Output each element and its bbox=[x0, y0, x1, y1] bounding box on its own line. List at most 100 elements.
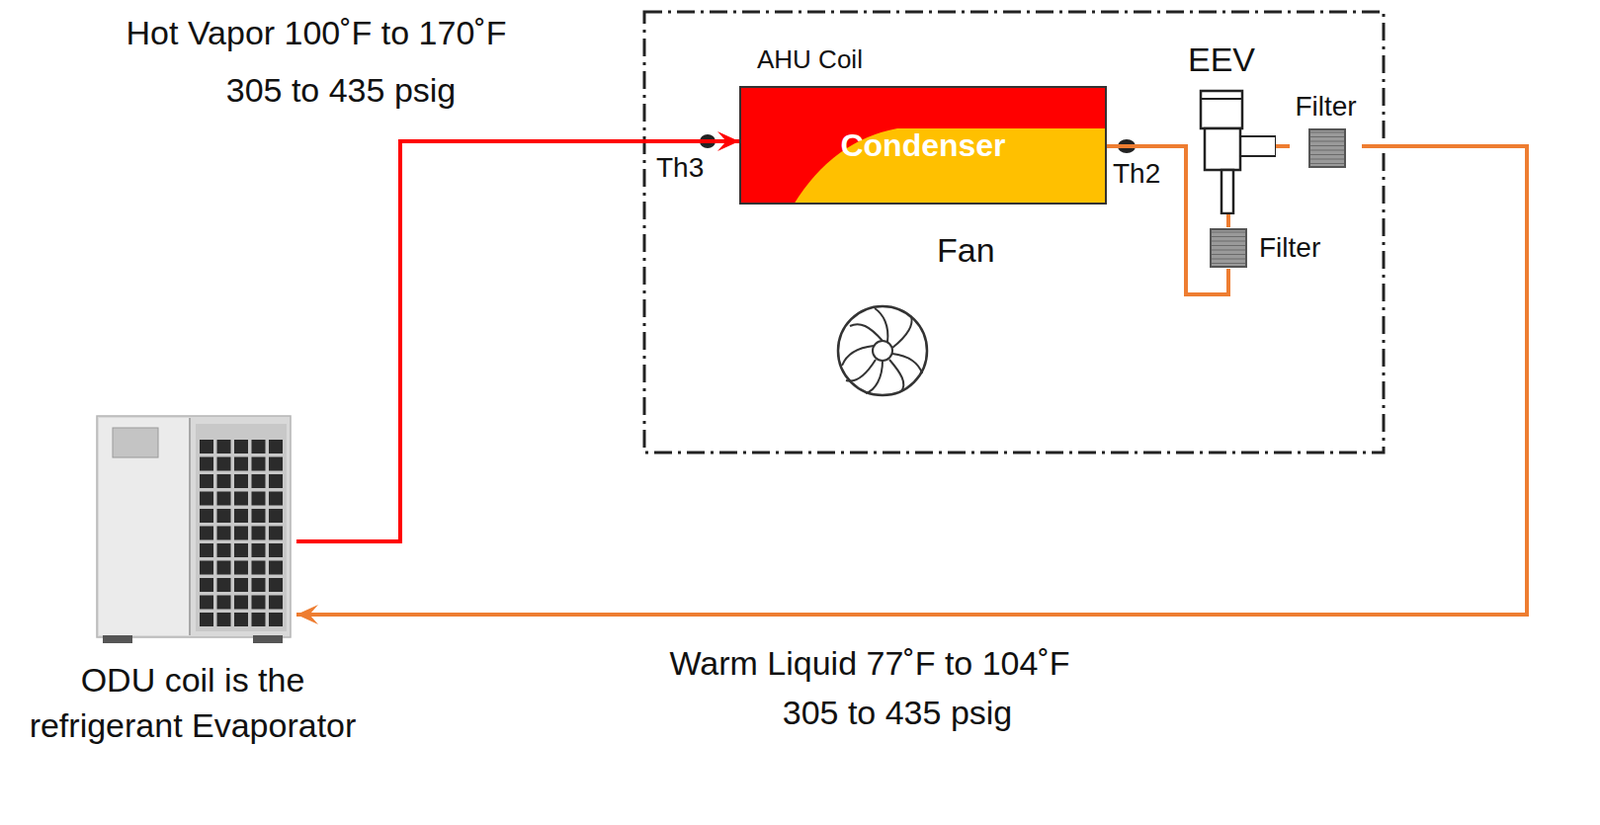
unit-grille bbox=[217, 561, 232, 576]
valve-body bbox=[1204, 128, 1241, 170]
unit-grille bbox=[217, 474, 232, 489]
filter-mesh bbox=[1310, 150, 1345, 152]
filter-label: Filter bbox=[1289, 90, 1362, 123]
unit-grille bbox=[199, 508, 214, 523]
valve-port bbox=[1240, 136, 1276, 157]
filter-label: Filter bbox=[1207, 227, 1356, 269]
filter-mesh bbox=[1211, 253, 1246, 255]
filter-mesh bbox=[1310, 145, 1345, 147]
unit-grille bbox=[199, 526, 214, 541]
unit-grille bbox=[252, 508, 266, 523]
sensor-label: Th2 bbox=[1112, 156, 1161, 192]
label-box: 305 to 435 psig bbox=[650, 691, 1145, 734]
connector bbox=[1228, 214, 1230, 228]
unit-grille bbox=[199, 439, 214, 454]
unit-grille bbox=[252, 595, 266, 610]
unit-seam bbox=[188, 418, 191, 636]
unit-grille bbox=[252, 543, 266, 558]
unit-grille bbox=[217, 457, 232, 472]
valve-label: EEV bbox=[1180, 39, 1263, 80]
unit-grille bbox=[234, 508, 249, 523]
coil-vapor bbox=[739, 85, 1107, 205]
unit-grille bbox=[199, 474, 214, 489]
coil-heading: AHU Coil bbox=[739, 39, 1107, 86]
fan-symbol bbox=[838, 306, 927, 396]
unit-grille bbox=[199, 457, 214, 472]
unit-grille bbox=[268, 595, 283, 610]
unit-grille bbox=[268, 526, 283, 541]
unit-grille bbox=[252, 492, 266, 506]
connector bbox=[296, 131, 740, 542]
refrigerant-line bbox=[296, 146, 1527, 615]
unit-foot bbox=[102, 635, 133, 644]
unit-grille bbox=[252, 526, 266, 541]
unit-caption: ODU coil is the refrigerant Evaporator bbox=[4, 657, 381, 749]
unit-grille bbox=[217, 526, 232, 541]
filter-mesh bbox=[1211, 236, 1246, 238]
condition-note: Warm Liquid 77˚F to 104˚F bbox=[622, 642, 1117, 684]
refrigerant-line bbox=[1275, 144, 1290, 149]
filter-mesh bbox=[1211, 241, 1246, 243]
ahu-enclosure bbox=[644, 11, 1384, 453]
unit-grille bbox=[234, 474, 249, 489]
coil-body: Condenser bbox=[739, 85, 1107, 205]
unit-grille bbox=[199, 578, 214, 592]
unit-grille bbox=[199, 543, 214, 558]
fan-label: Fan bbox=[936, 229, 996, 271]
label-box: Hot Vapor 100˚F to 170˚F bbox=[79, 11, 554, 54]
unit-grille bbox=[268, 439, 283, 454]
filter-mesh bbox=[1211, 232, 1246, 234]
unit-grille bbox=[268, 508, 283, 523]
coil-outline bbox=[740, 86, 1106, 204]
connector bbox=[296, 146, 1527, 625]
unit-grille bbox=[234, 578, 249, 592]
filter-mesh bbox=[1310, 141, 1345, 143]
unit-front bbox=[98, 418, 190, 636]
unit-grille bbox=[217, 508, 232, 523]
unit-grille bbox=[217, 439, 232, 454]
label-box: Fan bbox=[936, 229, 996, 271]
connector bbox=[1275, 146, 1290, 148]
unit-grille bbox=[199, 612, 214, 627]
unit-grille bbox=[268, 543, 283, 558]
filter-mesh bbox=[1211, 258, 1246, 260]
unit-grille bbox=[217, 578, 232, 592]
condition-note: 305 to 435 psig bbox=[650, 691, 1145, 734]
outdoor-unit-picture bbox=[88, 410, 297, 648]
filter-mesh bbox=[1211, 250, 1246, 252]
unit-grille bbox=[268, 578, 283, 592]
condition-note: 305 to 435 psig bbox=[103, 69, 579, 111]
unit-grille bbox=[252, 457, 266, 472]
sensor-label: Th3 bbox=[656, 150, 704, 186]
refrigerant-line bbox=[1226, 214, 1231, 228]
unit-grille bbox=[268, 457, 283, 472]
filter-mesh bbox=[1211, 245, 1246, 247]
unit-foot bbox=[252, 635, 283, 644]
filter-mesh bbox=[1211, 262, 1246, 264]
condition-note: Hot Vapor 100˚F to 170˚F bbox=[79, 11, 554, 54]
unit-grille bbox=[199, 492, 214, 506]
arrow-head bbox=[717, 131, 740, 152]
unit-grille bbox=[217, 595, 232, 610]
outdoor-unit: ODU coil is the refrigerant Evaporator bbox=[88, 410, 297, 648]
unit-grille bbox=[252, 612, 266, 627]
unit-grille bbox=[199, 561, 214, 576]
unit-grille bbox=[217, 492, 232, 506]
valve-box: EEV bbox=[1180, 39, 1276, 215]
filter-symbol bbox=[1209, 228, 1248, 268]
unit-grille bbox=[252, 474, 266, 489]
label-box: 305 to 435 psig bbox=[103, 69, 579, 111]
filter-body bbox=[1210, 229, 1247, 267]
filter-mesh bbox=[1310, 154, 1345, 156]
filter-mesh bbox=[1310, 136, 1345, 138]
filter-box: Filter bbox=[1289, 90, 1362, 170]
unit-grille bbox=[199, 595, 214, 610]
filter-mesh bbox=[1310, 159, 1345, 161]
unit-grille bbox=[252, 578, 266, 592]
arrow-head bbox=[296, 604, 319, 625]
unit-grille bbox=[217, 612, 232, 627]
valve-cap bbox=[1200, 90, 1243, 129]
unit-grille bbox=[234, 526, 249, 541]
label-box: Th3 bbox=[656, 150, 704, 186]
filter-mesh bbox=[1310, 163, 1345, 165]
